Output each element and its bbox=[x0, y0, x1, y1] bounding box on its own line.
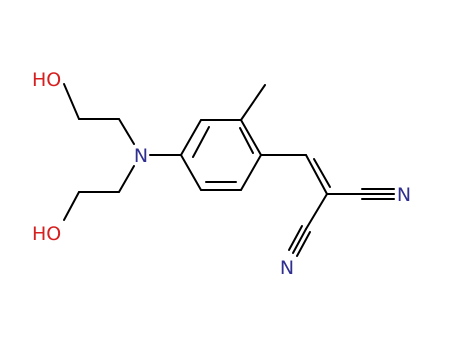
bond-vinyl-double-inner bbox=[313, 158, 331, 188]
bond-ch2-n-top bbox=[118, 118, 135, 145]
ring-double-bond-inner-1 bbox=[192, 126, 210, 158]
ring-bond-1 bbox=[180, 119, 202, 156]
atom-labels: HO HO N N N bbox=[32, 69, 411, 279]
bond-lines bbox=[63, 83, 395, 257]
hydroxyl-label-top: HO bbox=[32, 69, 61, 91]
bond-o-ch2-top bbox=[63, 83, 80, 120]
ring-bond-3 bbox=[240, 119, 262, 156]
ring-bond-4 bbox=[240, 154, 262, 191]
ring-double-bond-inner-2 bbox=[239, 127, 254, 154]
bond-ch2-o-bottom bbox=[63, 191, 80, 221]
bond-vinyl-double-outer bbox=[305, 154, 328, 195]
amine-nitrogen-label: N bbox=[134, 145, 148, 167]
bond-n-ch2-bottom bbox=[118, 165, 135, 193]
bond-triple-bottom-2 bbox=[292, 228, 307, 254]
bond-c-cn-bottom bbox=[305, 193, 328, 230]
bond-triple-bottom-3 bbox=[296, 231, 311, 257]
bond-triple-bottom-1 bbox=[288, 225, 303, 251]
nitrile-nitrogen-right-label: N bbox=[397, 184, 411, 206]
hydroxyl-label-bottom: HO bbox=[32, 223, 61, 245]
ring-bond-6 bbox=[180, 154, 202, 191]
bond-methyl bbox=[240, 84, 266, 121]
nitrile-nitrogen-bottom-label: N bbox=[280, 257, 294, 279]
